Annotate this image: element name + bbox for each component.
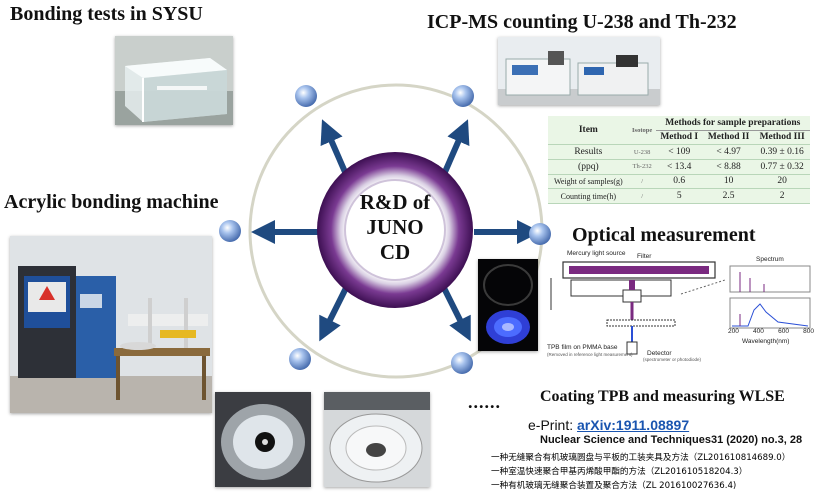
table-cell: < 8.88 <box>702 159 755 175</box>
tick-label: 600 <box>778 328 789 335</box>
table-cell: U-238 <box>628 144 656 160</box>
table-cell: / <box>628 174 656 190</box>
spectrum-label: Spectrum <box>756 256 784 263</box>
table-cell: Results <box>548 144 629 160</box>
tpb-film-label: TPB film on PMMA base <box>547 344 618 351</box>
table-cell: < 4.97 <box>702 144 755 160</box>
spectrum-plot: Spectrum 200 400 600 800 Wavelength(nm) <box>726 256 814 350</box>
center-line-3: CD <box>379 240 411 264</box>
table-cell: (ppq) <box>548 159 629 175</box>
ring-node-bottom-left <box>289 348 311 370</box>
eprint-line: e-Print: arXiv:1911.08897 <box>528 417 689 433</box>
ring-node-top-left <box>295 85 317 107</box>
filter-label: Filter <box>637 253 652 260</box>
table-cell: 0.39 ± 0.16 <box>754 144 810 160</box>
acrylic-block-photo <box>115 36 233 125</box>
table-cell: 0.77 ± 0.32 <box>754 159 810 175</box>
title-bonding-tests: Bonding tests in SYSU <box>10 3 203 25</box>
title-optical: Optical measurement <box>572 224 756 246</box>
table-method-header: Method III <box>754 130 810 146</box>
table-cell: 5 <box>655 188 703 204</box>
table-cell: Weight of samples(g) <box>548 174 629 190</box>
ring-node-top-right <box>452 85 474 107</box>
coated-disc-photo-2 <box>324 392 430 487</box>
ring-node-left <box>219 220 241 242</box>
center-line-2: JUNO <box>366 215 424 239</box>
table-cell: < 13.4 <box>655 159 703 175</box>
spectrum-axis-title: Wavelength(nm) <box>742 338 790 345</box>
table-group-header: Methods for sample preparations <box>655 116 810 131</box>
table-cell: 2 <box>754 188 810 204</box>
bonding-machine-photo <box>10 236 212 413</box>
mercury-light-label: Mercury light source <box>567 250 626 257</box>
coated-disc-photo-1 <box>215 392 311 487</box>
icpms-instrument-photo <box>498 37 660 105</box>
table-cell: / <box>628 188 656 204</box>
tick-label: 800 <box>803 328 814 335</box>
table-cell: Counting time(h) <box>548 188 629 204</box>
patent-line: 一种无缝聚合有机玻璃圆盘与平板的工装夹具及方法（ZL201610814689.0… <box>491 453 791 463</box>
title-bonding-machine: Acrylic bonding machine <box>4 191 219 213</box>
table-row: Counting time(h) / 5 2.5 2 <box>548 188 810 204</box>
tick-label: 400 <box>753 328 764 335</box>
eprint-prefix: e-Print: <box>528 417 578 433</box>
table-cell: 0.6 <box>655 174 703 190</box>
journal-reference: Nuclear Science and Techniques31 (2020) … <box>540 434 803 446</box>
ellipsis: ...... <box>468 392 501 412</box>
patent-line: 一种室温快速聚合甲基丙烯酸甲酯的方法（ZL201610518204.3） <box>491 467 748 477</box>
detector-sublabel: (spectrometer or photodiode) <box>643 357 702 362</box>
ring-node-bottom-right <box>451 352 473 374</box>
tick-label: 200 <box>728 328 739 335</box>
detector-label: Detector <box>647 350 672 357</box>
tpb-fluorescence-photo <box>478 259 538 351</box>
table-cell: 20 <box>754 174 810 190</box>
arxiv-link[interactable]: arXiv:1911.08897 <box>577 417 690 433</box>
table-corner: Item <box>548 116 629 146</box>
table-method-header: Method I <box>655 130 703 146</box>
table-cell: Th-232 <box>628 159 656 175</box>
table-isotope-header: Isotope <box>628 116 656 146</box>
table-cell: 10 <box>702 174 755 190</box>
patent-line: 一种有机玻璃无缝聚合装置及聚合方法（ZL 201610027636.4) <box>491 481 737 491</box>
center-line-1: R&D of <box>359 190 431 214</box>
table-cell: 2.5 <box>702 188 755 204</box>
ring-node-right <box>529 223 551 245</box>
table-row: Results U-238 < 109 < 4.97 0.39 ± 0.16 <box>548 144 810 160</box>
title-icpms: ICP-MS counting U-238 and Th-232 <box>427 11 737 33</box>
center-label: R&D of JUNO CD <box>340 190 450 265</box>
results-table: Item Isotope Methods for sample preparat… <box>548 116 810 204</box>
tpb-film-sublabel: (Removed in reference light measurement) <box>547 352 633 357</box>
spectrum-ticks: 200 400 600 800 <box>728 328 814 335</box>
optical-setup-diagram: Mercury light source Filter TPB film on … <box>543 250 813 362</box>
table-cell: < 109 <box>655 144 703 160</box>
table-row: Weight of samples(g) / 0.6 10 20 <box>548 174 810 190</box>
table-method-header: Method II <box>702 130 755 146</box>
title-coating: Coating TPB and measuring WLSE <box>540 388 785 405</box>
table-row: (ppq) Th-232 < 13.4 < 8.88 0.77 ± 0.32 <box>548 159 810 175</box>
